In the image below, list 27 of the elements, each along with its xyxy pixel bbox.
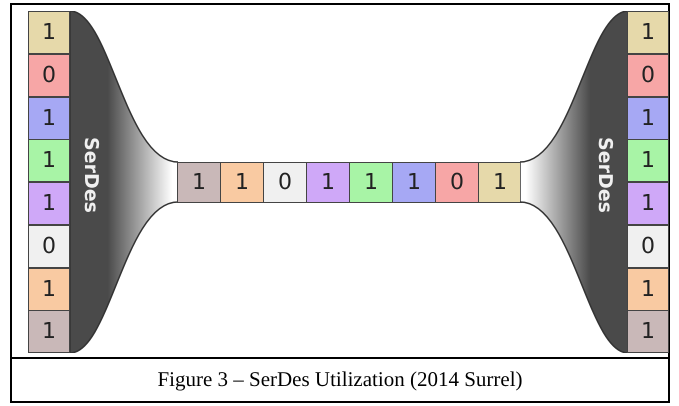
bit-cell: 1: [627, 310, 669, 354]
bit-cell: 1: [28, 96, 70, 140]
bit-cell: 1: [220, 162, 264, 203]
bit-cell: 1: [28, 182, 70, 225]
bit-cell: 1: [28, 310, 70, 354]
bit-cell: 0: [627, 54, 669, 97]
bit-cell: 1: [177, 162, 221, 203]
bit-cell: 1: [478, 162, 522, 203]
bit-cell: 1: [306, 162, 350, 203]
bit-cell: 1: [627, 268, 669, 310]
bit-cell: 1: [627, 11, 669, 54]
bit-cell: 1: [28, 11, 70, 54]
bit-cell: 1: [28, 139, 70, 182]
bit-cell: 0: [435, 162, 479, 203]
bit-cell: 1: [627, 139, 669, 182]
bit-cell: 1: [392, 162, 436, 203]
bit-cell: 1: [627, 182, 669, 225]
bit-cell: 0: [28, 224, 70, 268]
serdes-label: SerDes: [80, 137, 102, 213]
bit-cell: 0: [263, 162, 307, 203]
bit-cell: 1: [627, 96, 669, 140]
figure-caption: Figure 3 – SerDes Utilization (2014 Surrel): [156, 367, 524, 392]
bit-cell: 0: [28, 54, 70, 97]
bit-cell: 1: [28, 268, 70, 310]
serdes-label: SerDes: [594, 137, 616, 213]
bit-cell: 1: [349, 162, 393, 203]
bit-cell: 0: [627, 224, 669, 268]
